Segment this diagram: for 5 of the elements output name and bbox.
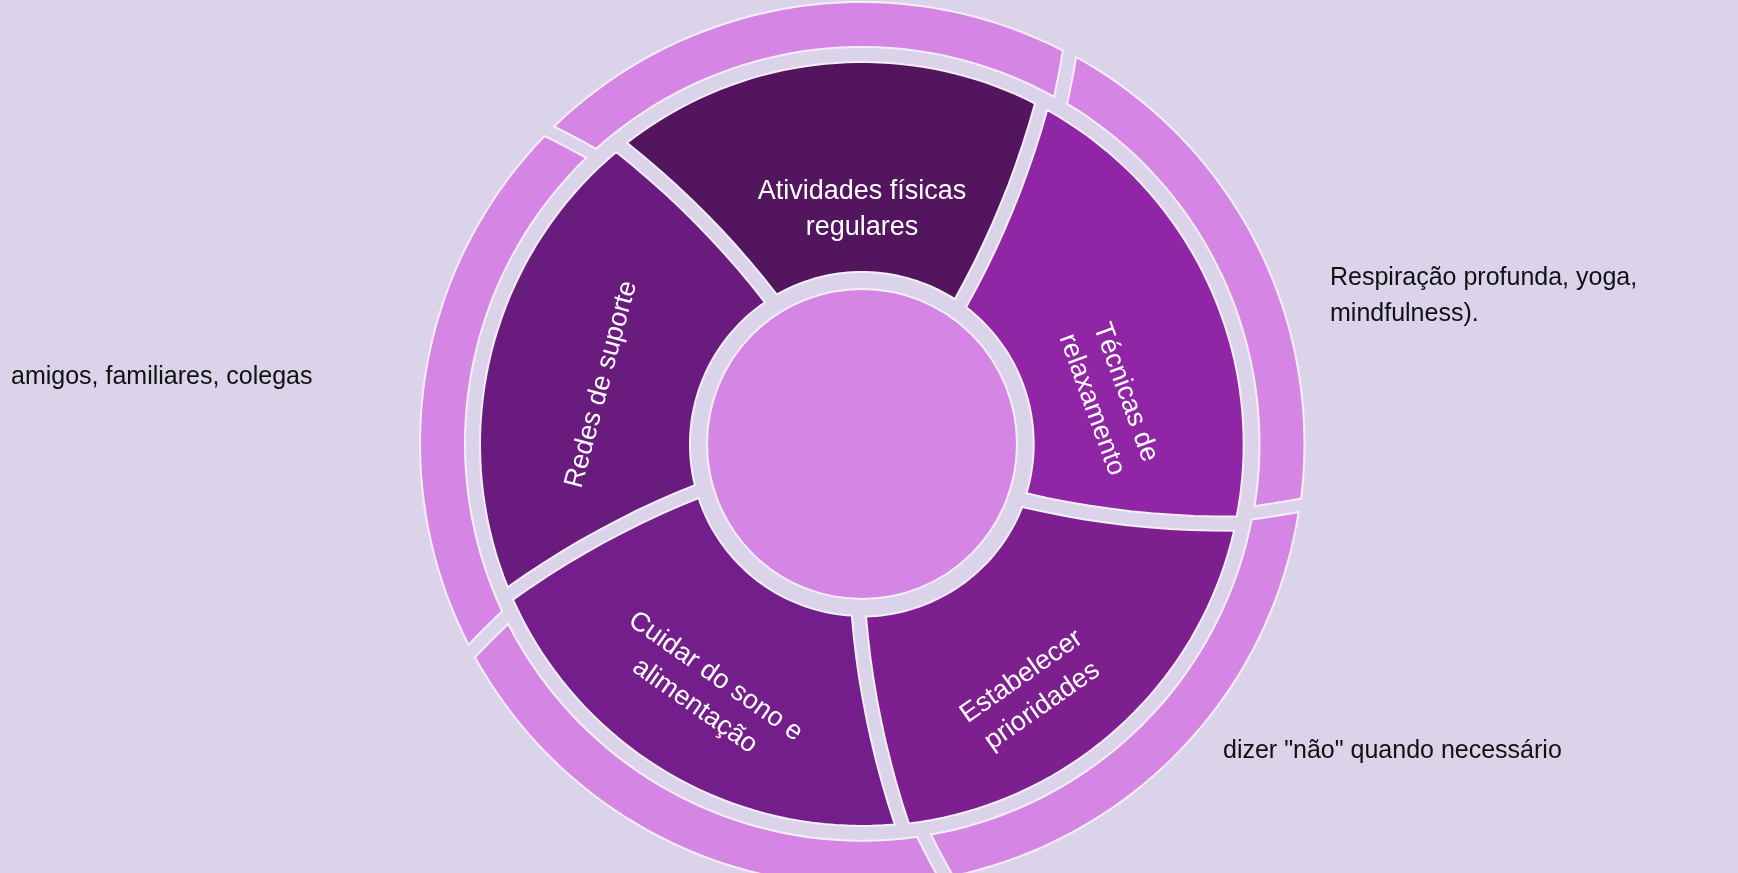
side-note: dizer "não" quando necessário bbox=[1223, 734, 1563, 765]
segment-label: Atividades físicas regulares bbox=[756, 174, 968, 243]
side-note: amigos, familiares, colegas bbox=[11, 360, 314, 391]
side-note: Respiração profunda, yoga, mindfulness). bbox=[1330, 261, 1639, 328]
segment-label: Redes de suporte bbox=[556, 276, 644, 493]
